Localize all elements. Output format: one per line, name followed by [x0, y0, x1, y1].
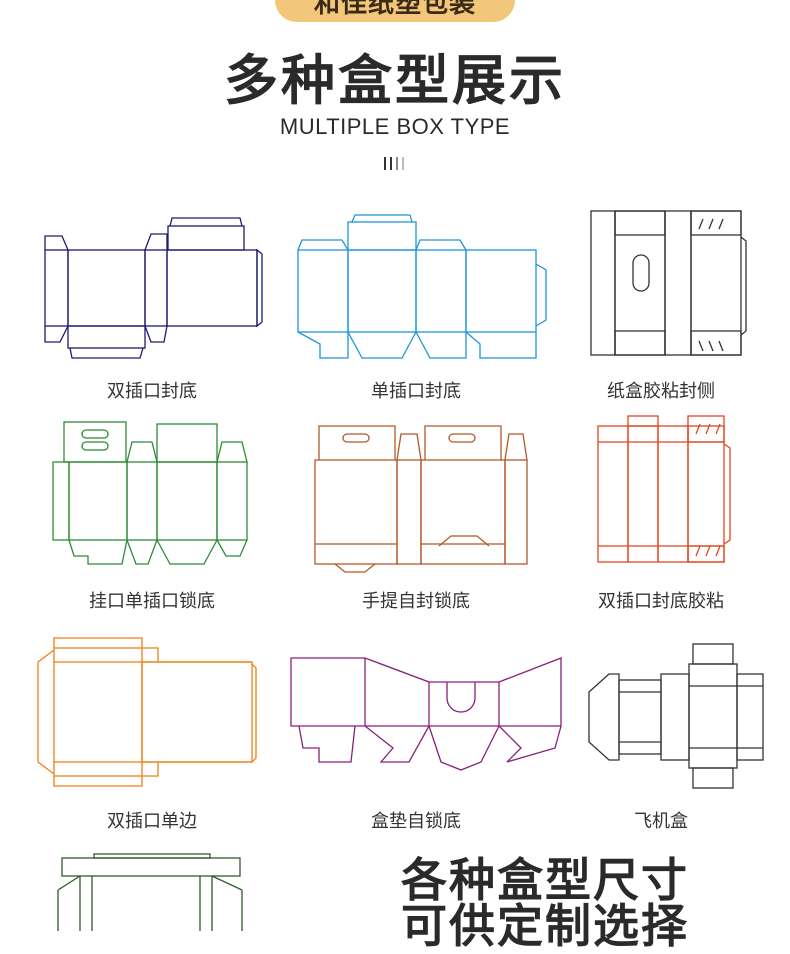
box-label-8: 盒垫自锁底 — [371, 811, 461, 832]
box-label-5: 手提自封锁底 — [362, 591, 470, 612]
cta-line-2: 可供定制选择 — [401, 899, 689, 953]
page-title: 多种盒型展示 — [224, 49, 566, 112]
box-diagram-handle — [305, 416, 535, 576]
box-label-1: 双插口封底 — [107, 381, 197, 402]
page-subtitle: MULTIPLE BOX TYPE — [279, 114, 511, 139]
divider-bars — [384, 157, 408, 170]
box-diagram-mailer — [585, 640, 770, 795]
box-diagram-double-tuck-glued — [592, 412, 742, 572]
cta-line-1: 各种盒型尺寸 — [401, 853, 689, 907]
box-diagram-double-tuck-single-edge — [34, 632, 259, 792]
brand-pill: 和佳纸塑包装 — [275, 0, 515, 22]
box-label-4: 挂口单插口锁底 — [89, 591, 215, 612]
box-diagram-hang-tab — [48, 416, 258, 571]
box-label-9: 飞机盒 — [634, 811, 688, 832]
box-label-2: 单插口封底 — [371, 381, 461, 402]
box-label-3: 纸盒胶粘封侧 — [607, 381, 715, 402]
brand-pill-text: 和佳纸塑包装 — [313, 0, 476, 19]
box-diagram-double-tuck — [40, 212, 265, 362]
box-label-6: 双插口封底胶粘 — [598, 591, 724, 612]
box-label-7: 双插口单边 — [107, 811, 197, 832]
box-diagram-single-tuck — [290, 212, 555, 367]
box-diagram-partial — [52, 852, 252, 931]
box-diagram-pad-lock — [285, 652, 565, 777]
box-diagram-glued-side — [585, 207, 755, 367]
